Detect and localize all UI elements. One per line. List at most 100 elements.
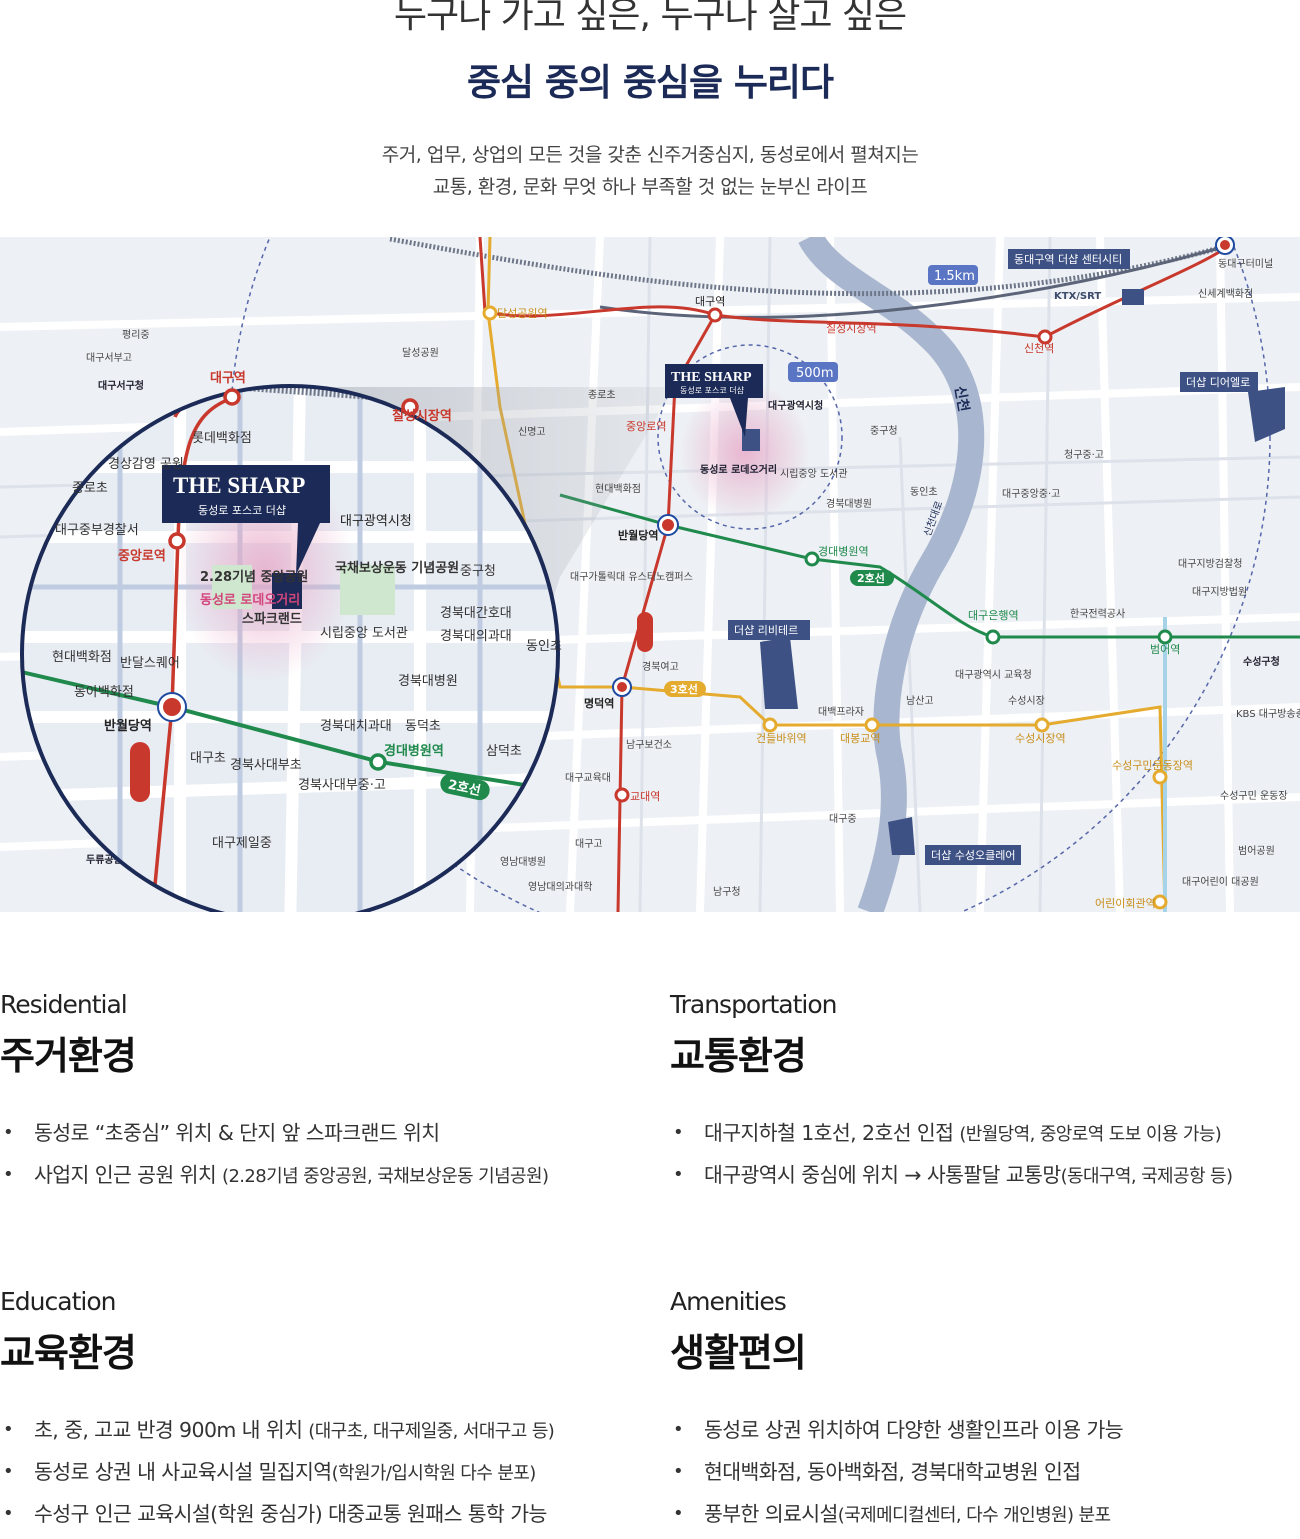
section-ko-title: 주거환경 (0, 1034, 137, 1078)
core-area-glow (680, 382, 810, 522)
svg-text:경상감영 공원: 경상감영 공원 (108, 457, 184, 472)
svg-text:수성시장: 수성시장 (1008, 695, 1045, 707)
svg-text:대구중: 대구중 (829, 813, 857, 825)
section-education: Education 교육환경 초, 중, 고교 반경 900m 내 위치 (대구… (0, 1287, 555, 1539)
station-daebong: 대봉교역 (840, 732, 880, 745)
svg-text:경북대병원: 경북대병원 (398, 674, 458, 689)
svg-text:더샵 수성오클레어: 더샵 수성오클레어 (931, 849, 1015, 862)
transfer-stations (612, 237, 1235, 697)
svg-text:한국전력공사: 한국전력공사 (1070, 608, 1125, 620)
svg-text:시립중앙 도서관: 시립중앙 도서관 (780, 467, 848, 480)
svg-text:남산고: 남산고 (906, 695, 934, 707)
svg-text:THE SHARP: THE SHARP (671, 370, 752, 385)
svg-text:스파크랜드: 스파크랜드 (242, 611, 302, 627)
svg-text:3호선: 3호선 (670, 682, 698, 696)
hero-headline: 중심 중의 중심을 누리다 (466, 61, 834, 104)
project-labels: 동대구역 더샵 센터시티 더샵 디어엘로 더샵 리비테르 더샵 수성오클레어 (728, 249, 1258, 865)
section-amenities: Amenities 생활편의 동성로 상권 위치하여 다양한 생활인프라 이용 … (670, 1287, 1124, 1539)
the-sharp-marker-main: THE SHARP 동성로 포스코 더샵 (665, 364, 763, 437)
svg-text:1.5km: 1.5km (934, 269, 975, 284)
svg-text:신명고: 신명고 (518, 426, 546, 438)
section-residential: Residential 주거환경 동성로 “초중심” 위치 & 단지 앞 스파크… (0, 990, 549, 1200)
svg-text:청구중·고: 청구중·고 (1064, 449, 1104, 461)
section-en-title: Transportation (670, 990, 838, 1019)
svg-text:중앙로역: 중앙로역 (118, 548, 166, 564)
svg-text:2호선: 2호선 (447, 777, 483, 800)
list-item: 동성로 “초중심” 위치 & 단지 앞 스파크랜드 위치 (0, 1116, 548, 1158)
station-kyungdae: 경대병원역 (818, 545, 869, 558)
svg-text:동아백화점: 동아백화점 (74, 685, 134, 700)
list-item: 수성구 인근 교육시설(학원 중심가) 대중교통 원패스 통학 가능 (0, 1497, 554, 1539)
svg-text:신천: 신천 (951, 385, 971, 413)
svg-text:시립중앙 도서관: 시립중앙 도서관 (320, 626, 408, 641)
svg-text:수성구청: 수성구청 (1243, 655, 1280, 668)
station-sincheon: 신천역 (1024, 341, 1054, 355)
svg-text:수성구민 운동장: 수성구민 운동장 (1220, 790, 1288, 802)
project-blocks (742, 289, 1285, 855)
station-suseong-stadium: 수성구민운동장역 (1112, 759, 1193, 772)
svg-text:KTX/SRT: KTX/SRT (1054, 291, 1101, 302)
svg-text:대구가톨릭대 유스티노캠퍼스: 대구가톨릭대 유스티노캠퍼스 (570, 571, 693, 583)
svg-text:동성로 로데오거리: 동성로 로데오거리 (200, 592, 300, 608)
station-jungangno: 중앙로역 (626, 420, 666, 433)
svg-text:500m: 500m (796, 366, 833, 381)
list-item: 대구광역시 중심에 위치 → 사통팔달 교통망(동대구역, 국제공항 등) (670, 1158, 1233, 1200)
svg-text:현대백화점: 현대백화점 (52, 650, 112, 665)
svg-text:현대백화점: 현대백화점 (595, 483, 641, 495)
svg-text:동성로 포스코 더샵: 동성로 포스코 더샵 (680, 385, 745, 395)
radius-500m-ring (657, 344, 843, 530)
svg-text:동대구역 더샵 센터시티: 동대구역 더샵 센터시티 (1014, 253, 1122, 266)
svg-text:대구서부고: 대구서부고 (86, 352, 132, 364)
svg-text:대구광역시 교육청: 대구광역시 교육청 (955, 669, 1032, 681)
svg-text:대백프라자: 대백프라자 (818, 706, 864, 718)
station-myeongdeok: 명덕역 (584, 696, 614, 710)
svg-text:달성공원: 달성공원 (402, 347, 439, 359)
svg-text:남구청: 남구청 (713, 886, 741, 898)
station-suseong-market: 수성시장역 (1015, 732, 1066, 745)
svg-text:경북대치과대: 경북대치과대 (320, 719, 392, 734)
svg-text:대구어린이 대공원: 대구어린이 대공원 (1182, 876, 1259, 888)
list-item: 초, 중, 고교 반경 900m 내 위치 (대구초, 대구제일중, 서대구고 … (0, 1413, 555, 1455)
section-transportation: Transportation 교통환경 대구지하철 1호선, 2호선 인접 (반… (670, 990, 1233, 1200)
svg-text:대구제일중: 대구제일중 (212, 836, 272, 851)
station-geondeul: 건들바위역 (756, 732, 807, 745)
svg-text:더샵 리비테르: 더샵 리비테르 (734, 624, 798, 637)
svg-text:경북대의과대: 경북대의과대 (440, 629, 512, 644)
svg-text:대구광역시청: 대구광역시청 (340, 514, 412, 529)
svg-text:더샵 디어엘로: 더샵 디어엘로 (1186, 376, 1250, 389)
station-beomeo: 범어역 (1150, 643, 1180, 656)
svg-text:롯데백화점: 롯데백화점 (192, 431, 252, 446)
ktx-rail (389, 237, 1231, 297)
list-item: 동성로 상권 위치하여 다양한 생활인프라 이용 가능 (670, 1413, 1124, 1455)
list-item: 사업지 인근 공원 위치 (2.28기념 중앙공원, 국채보상운동 기념공원) (0, 1158, 549, 1200)
station-chilseong: 칠성시장역 (826, 322, 877, 335)
line3 (486, 237, 1167, 912)
svg-text:신세계백화점: 신세계백화점 (1198, 288, 1253, 300)
station-daegubank: 대구은행역 (968, 609, 1019, 622)
svg-text:2.28기념 중앙공원: 2.28기념 중앙공원 (200, 569, 308, 585)
svg-text:종로초: 종로초 (72, 481, 108, 496)
svg-text:경북대병원: 경북대병원 (826, 497, 872, 510)
svg-text:대구중부경찰서: 대구중부경찰서 (55, 523, 139, 538)
svg-text:국채보상운동 기념공원: 국채보상운동 기념공원 (335, 560, 459, 576)
svg-text:대구고: 대구고 (575, 838, 603, 850)
section-ko-title: 교육환경 (0, 1331, 137, 1375)
main-map-labels: 대구역 칠성시장역 신천역 중앙로역 반월당역 명덕역 교대역 경대병원역 대구… (497, 295, 1193, 910)
svg-text:동성로 포스코 더샵: 동성로 포스코 더샵 (198, 504, 286, 517)
station-banwoldang: 반월당역 (618, 528, 658, 542)
svg-text:동대구터미널: 동대구터미널 (1218, 258, 1273, 270)
svg-text:평리중: 평리중 (122, 329, 150, 341)
radius-tags: 1.5km 500m (788, 265, 978, 382)
list-item: 풍부한 의료시설(국제메디컬센터, 다수 개인병원) 분포 (670, 1497, 1123, 1539)
station-daegu: 대구역 (695, 295, 725, 308)
hero-desc2: 교통, 환경, 문화 무엇 하나 부족할 것 없는 눈부신 라이프 (432, 176, 868, 198)
svg-text:경북대간호대: 경북대간호대 (440, 606, 512, 621)
svg-text:대구지방법원: 대구지방법원 (1192, 586, 1247, 598)
section-en-title: Education (0, 1287, 116, 1316)
svg-text:대구중앙중·고: 대구중앙중·고 (1002, 488, 1060, 500)
svg-text:대구지방검찰청: 대구지방검찰청 (1178, 558, 1242, 570)
svg-text:반월당역: 반월당역 (104, 718, 152, 734)
svg-text:영남대병원: 영남대병원 (500, 856, 546, 868)
svg-text:대구교육대: 대구교육대 (565, 772, 611, 784)
svg-text:삼덕초: 삼덕초 (486, 744, 522, 759)
